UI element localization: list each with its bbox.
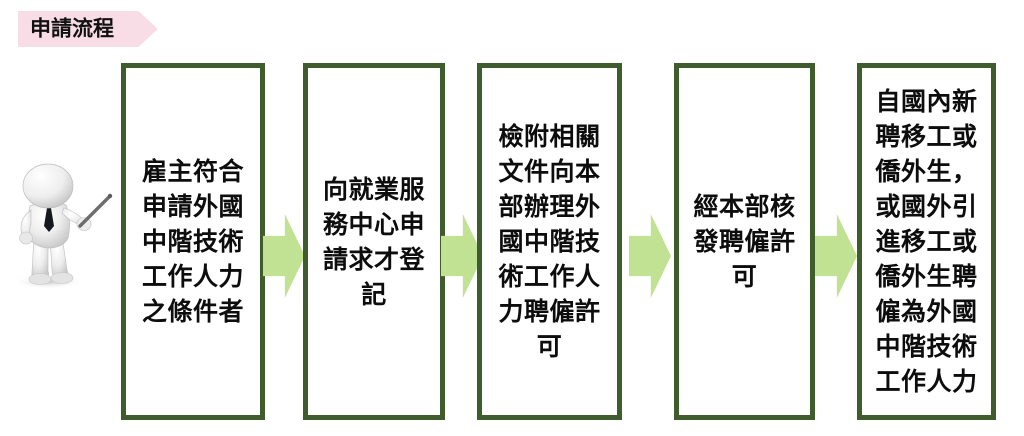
flow-step-1-label: 雇主符合申請外國中階技術工作人力之條件者 xyxy=(141,157,244,326)
banner-pentagon-shape xyxy=(18,11,158,47)
right-arrow-icon xyxy=(441,214,483,298)
flow-step-1[interactable]: 雇主符合申請外國中階技術工作人力之條件者 xyxy=(121,63,265,420)
right-arrow-shape xyxy=(815,214,857,298)
presenter-figure-icon xyxy=(4,158,114,290)
right-arrow-icon xyxy=(263,214,305,298)
right-arrow-shape xyxy=(263,214,305,298)
flow-step-2-label: 向就業服務中心申請求才登記 xyxy=(322,174,425,309)
flow-step-5[interactable]: 自國內新聘移工或僑外生，或國外引進移工或僑外生聘僱為外國中階技術工作人力 xyxy=(857,63,996,420)
section-title: 申請流程 xyxy=(30,16,114,41)
right-arrow-icon xyxy=(629,214,671,298)
section-banner: 申請流程 xyxy=(18,11,158,47)
flow-step-4-label: 經本部核發聘僱許可 xyxy=(693,192,796,291)
right-arrow-icon xyxy=(815,214,857,298)
flow-step-2[interactable]: 向就業服務中心申請求才登記 xyxy=(303,63,445,420)
right-arrow-shape xyxy=(629,214,671,298)
flow-step-5-label: 自國內新聘移工或僑外生，或國外引進移工或僑外生聘僱為外國中階技術工作人力 xyxy=(875,87,978,396)
flow-step-4[interactable]: 經本部核發聘僱許可 xyxy=(674,63,815,420)
flow-step-3-label: 檢附相關文件向本部辦理外國中階技術工作人力聘僱許可 xyxy=(498,122,601,361)
flow-step-3[interactable]: 檢附相關文件向本部辦理外國中階技術工作人力聘僱許可 xyxy=(477,63,622,420)
